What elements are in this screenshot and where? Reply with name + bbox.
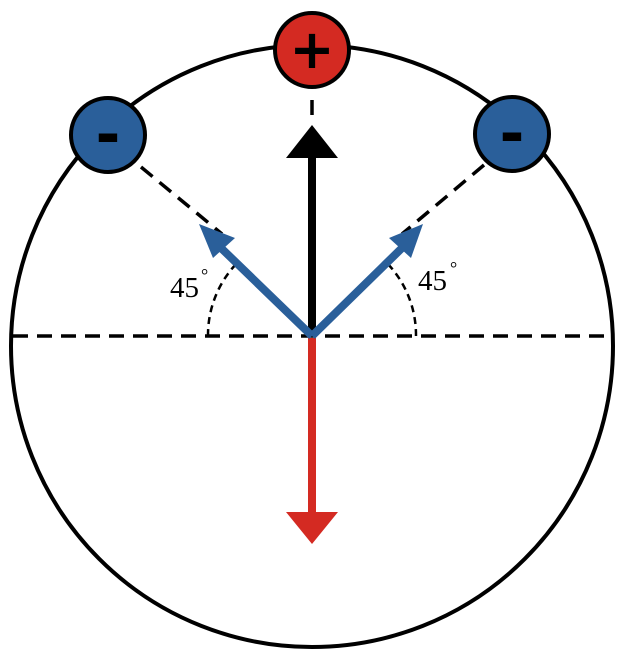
negative-charge-left: - — [69, 96, 147, 174]
positive-charge-sign: + — [289, 18, 334, 81]
negative-charge-left-sign: - — [96, 100, 121, 170]
left-angle-degree-mark: ° — [201, 265, 208, 285]
positive-charge-top: + — [273, 11, 351, 89]
right-diagonal-force-arrow — [309, 224, 423, 339]
dashed-line-to-left-charge — [139, 165, 224, 236]
downward-force-arrow — [286, 338, 338, 544]
negative-charge-right-sign: - — [500, 99, 525, 169]
negative-charge-left-circle — [69, 96, 147, 174]
right-angle-label: 45 — [418, 265, 447, 297]
dashed-line-to-right-charge — [400, 163, 486, 236]
positive-charge-circle — [273, 11, 351, 89]
right-angle-degree-mark: ° — [450, 258, 457, 278]
left-diagonal-force-arrow — [199, 224, 315, 339]
right-angle-arc — [385, 261, 418, 337]
left-angle-arc — [206, 261, 239, 337]
upward-force-arrow — [286, 125, 338, 336]
negative-charge-right-circle — [473, 95, 551, 173]
left-angle-label: 45 — [170, 272, 199, 304]
negative-charge-right: - — [473, 95, 551, 173]
